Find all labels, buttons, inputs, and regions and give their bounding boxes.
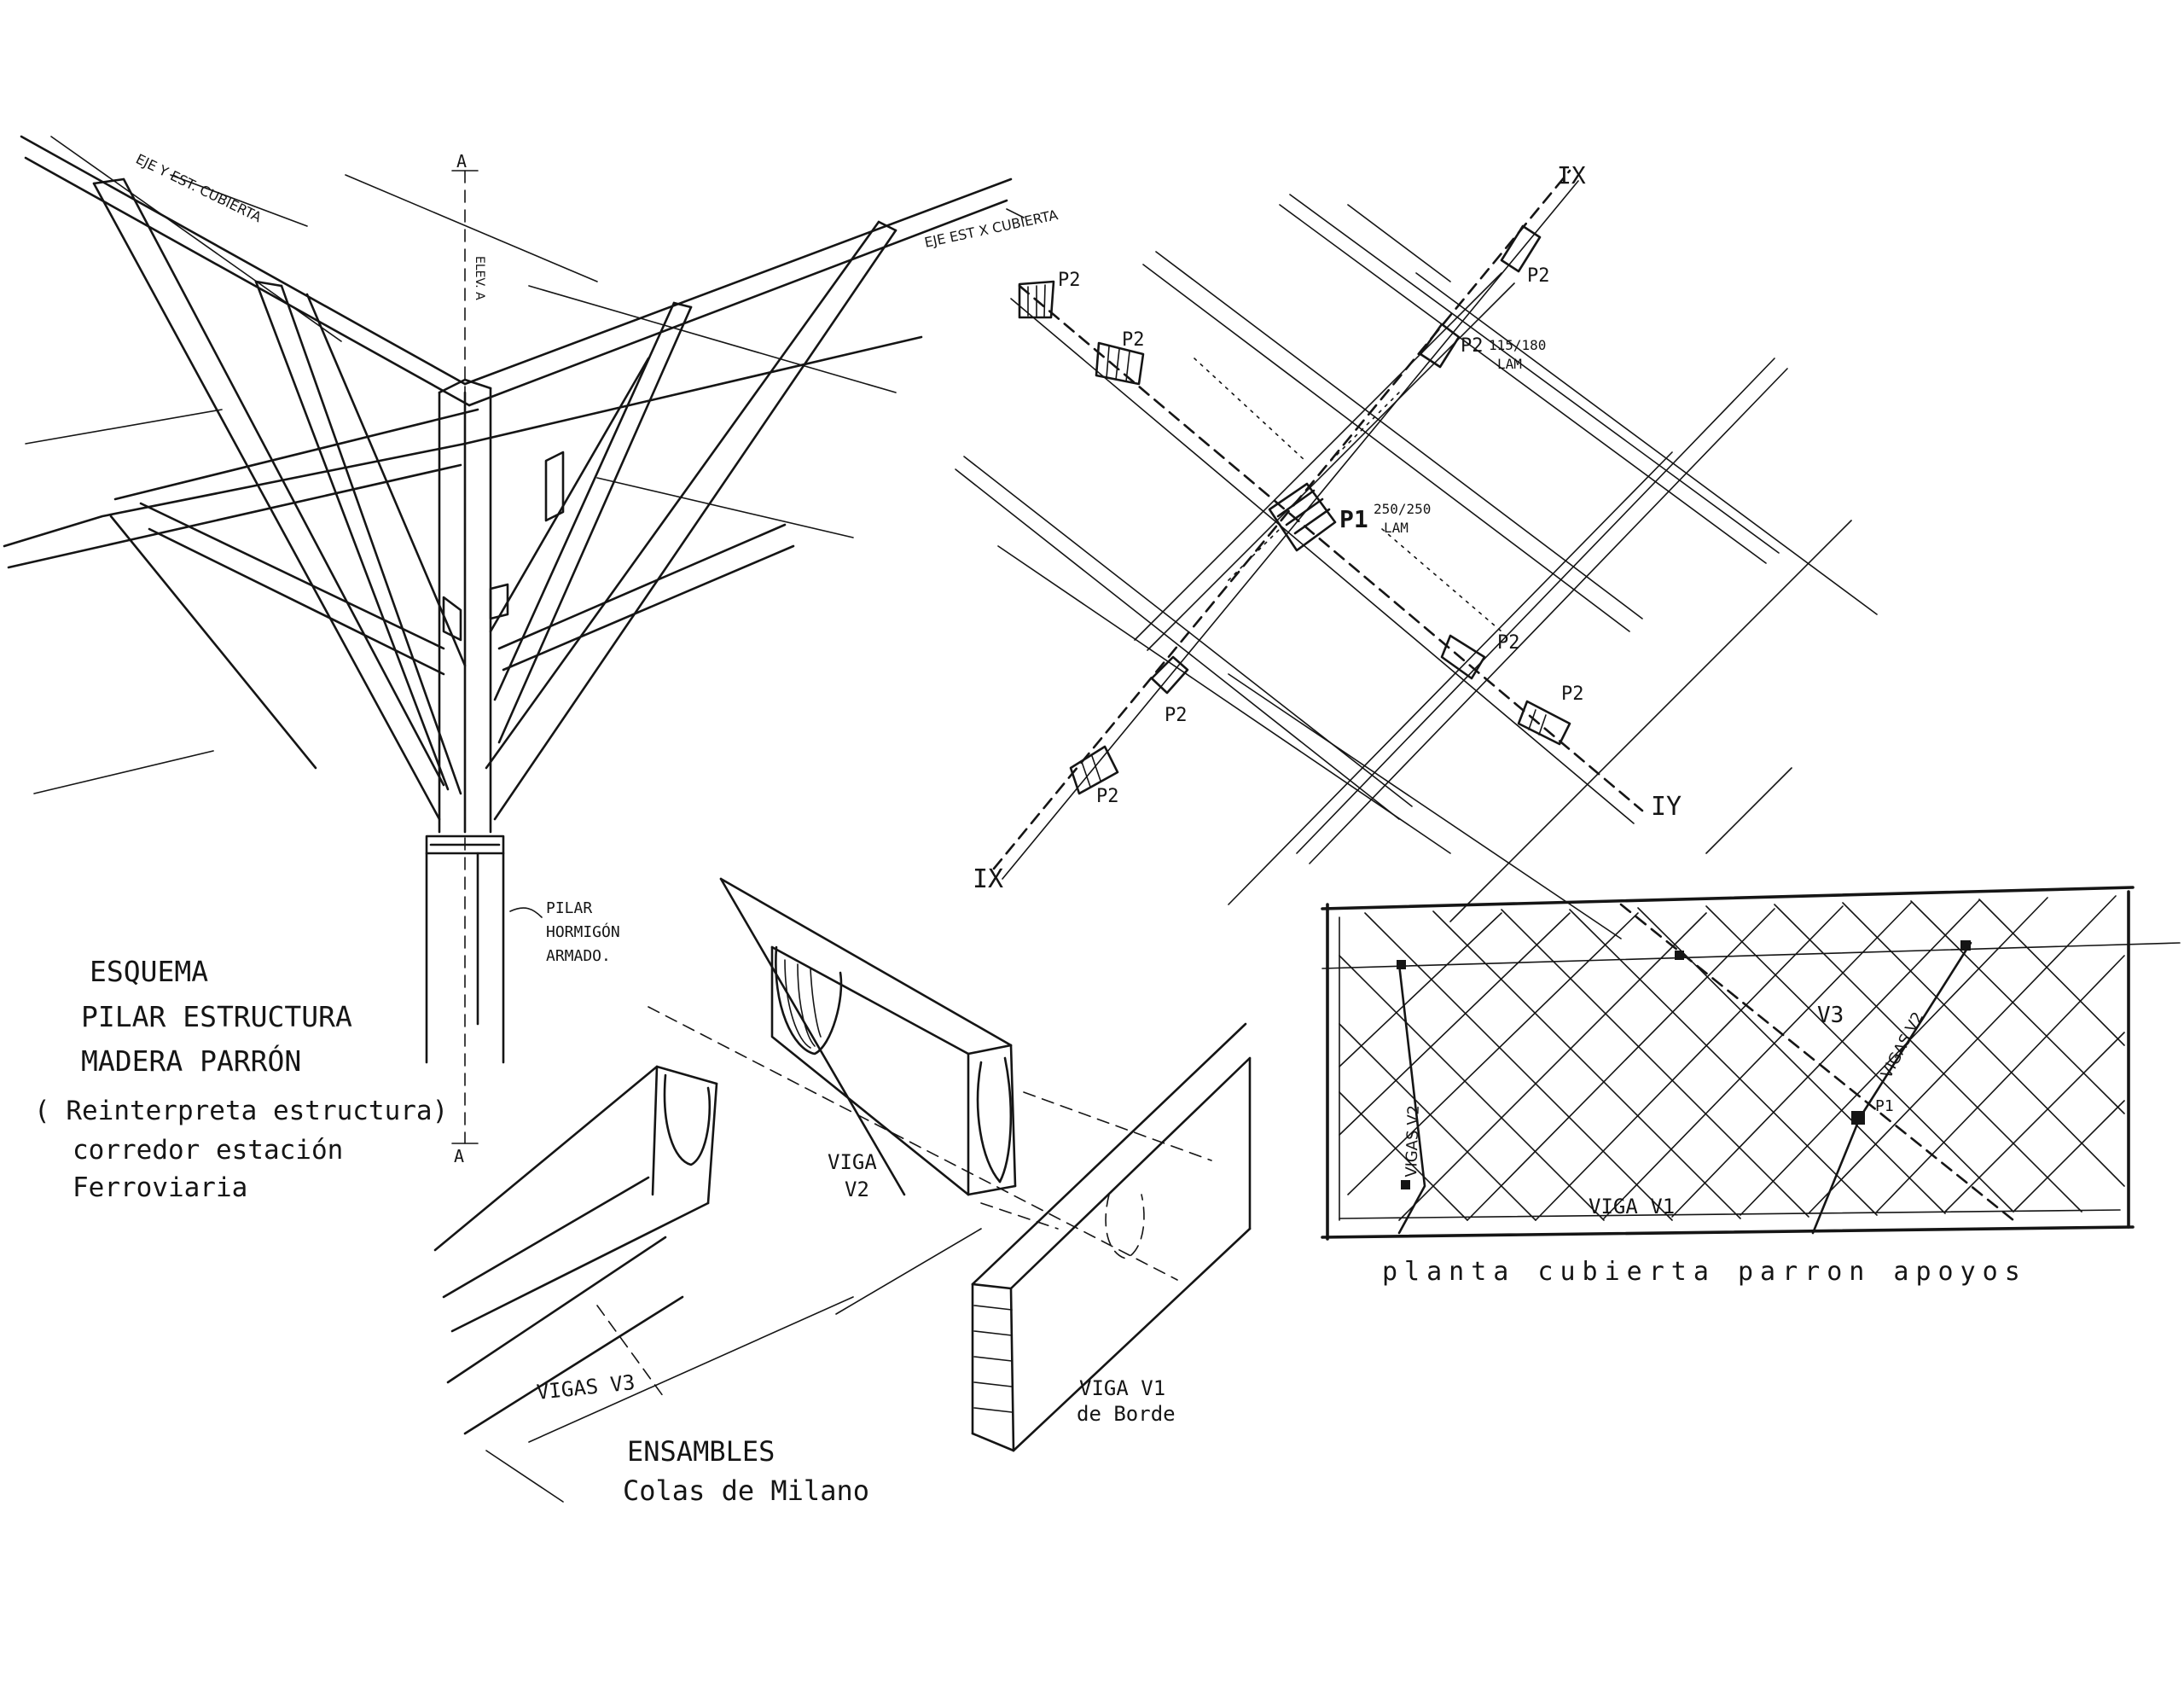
- column-note-line-2: corredor estación: [73, 1135, 343, 1166]
- column-note-line-1: ( Reinterpreta estructura): [34, 1096, 448, 1126]
- label-viga-v1: VIGA V1 de Borde: [1077, 1376, 1178, 1426]
- support-marker: [1960, 940, 1971, 951]
- support-marker: [1675, 951, 1684, 960]
- label-roof-p1: P1: [1875, 1097, 1894, 1115]
- ensambles-line-2: Colas de Milano: [623, 1474, 869, 1507]
- p1-dims-line-1: 250/250: [1374, 501, 1431, 517]
- p2-dims-line-1: 115/180: [1489, 337, 1546, 353]
- label-roof-v3: V3: [1817, 1003, 1844, 1028]
- dovetail-joints-sketch: VIGA V2 VIGAS V3 VIGA V1 de Borde ENSAMB…: [433, 877, 1252, 1507]
- p2-dims-line-2: LAM: [1497, 356, 1522, 372]
- label-axis-vertical: ELEV. A: [473, 256, 486, 300]
- label-viga-v2: VIGA V2: [828, 1150, 889, 1201]
- viga-v1-line-2: de Borde: [1077, 1402, 1176, 1426]
- label-ensambles: ENSAMBLES Colas de Milano: [623, 1435, 869, 1507]
- ensambles-line-1: ENSAMBLES: [627, 1435, 775, 1468]
- label-eje-x: EJE EST X CUBIERTA: [923, 206, 1060, 251]
- label-p2: P2: [1497, 632, 1520, 654]
- label-p2: P2: [1058, 270, 1081, 291]
- label-p2: P2: [1561, 683, 1584, 705]
- pilar-note: PILAR HORMIGÓN ARMADO.: [546, 899, 630, 965]
- p2-labels: P2 P2 P2 P2 P2 P2 P2 P2: [1058, 265, 1584, 807]
- label-roof-viga-v1: VIGA V1: [1589, 1195, 1675, 1218]
- roof-lattice: [1339, 895, 2125, 1221]
- viga-v2-line-2: V2: [845, 1178, 869, 1201]
- pilar-line-1: PILAR: [546, 899, 592, 917]
- column-title-line-2: PILAR ESTRUCTURA: [81, 1000, 352, 1033]
- label-roof-vigas-v2-left: VIGAS V2: [1403, 1105, 1423, 1178]
- label-eje-y: EJE Y EST. CUBIERTA: [133, 151, 264, 226]
- column-note-line-3: Ferroviaria: [73, 1172, 247, 1203]
- pilar-line-3: ARMADO.: [546, 947, 611, 965]
- label-p1: P1: [1339, 505, 1368, 533]
- support-marker: [1397, 960, 1406, 969]
- column-title: ESQUEMA PILAR ESTRUCTURA MADERA PARRÓN: [81, 955, 369, 1078]
- label-axis-x-bottom: IX: [973, 864, 1003, 894]
- roof-plan-caption: planta cubierta parron apoyos: [1382, 1257, 2027, 1287]
- label-p2: P2: [1527, 265, 1550, 287]
- label-p2: P2: [1461, 335, 1484, 357]
- timber-column-sketch: EJE Y EST. CUBIERTA EJE EST X CUBIERTA A…: [3, 135, 1060, 1203]
- label-p2: P2: [1165, 705, 1188, 726]
- label-axis-x-top: IX: [1557, 161, 1586, 189]
- label-axis-a-top: A: [456, 151, 467, 172]
- viga-v1-line-1: VIGA V1: [1079, 1376, 1165, 1400]
- label-axis-a-bottom: A: [454, 1146, 464, 1166]
- label-p1-dims: 250/250 LAM: [1374, 501, 1439, 536]
- label-vigas-v3: VIGAS V3: [536, 1370, 636, 1404]
- p1-dims-line-2: LAM: [1384, 520, 1409, 536]
- label-p2: P2: [1122, 329, 1145, 351]
- label-roof-vigas-v2-right: VIGAS V2: [1878, 1009, 1927, 1082]
- pilar-line-2: HORMIGÓN: [546, 922, 620, 941]
- structural-grid-plan: IX IX IY P1 250/250 LAM 115/180 LAM P2 P…: [955, 161, 1878, 939]
- roof-supports: [1397, 940, 1971, 1189]
- column-note: ( Reinterpreta estructura) corredor esta…: [34, 1096, 464, 1203]
- label-axis-y: IY: [1651, 792, 1682, 822]
- label-p2-dims: 115/180 LAM: [1489, 337, 1554, 372]
- label-p2: P2: [1096, 786, 1119, 807]
- support-marker: [1401, 1180, 1410, 1189]
- viga-v2-line-1: VIGA: [828, 1150, 877, 1174]
- column-title-line-3: MADERA PARRÓN: [81, 1044, 301, 1078]
- column-title-line-1: ESQUEMA: [90, 955, 208, 988]
- roof-plan-sketch: V3 VIGAS V2 VIGAS V2 P1 VIGA V1 planta c…: [1321, 886, 2181, 1287]
- support-marker: [1851, 1111, 1865, 1125]
